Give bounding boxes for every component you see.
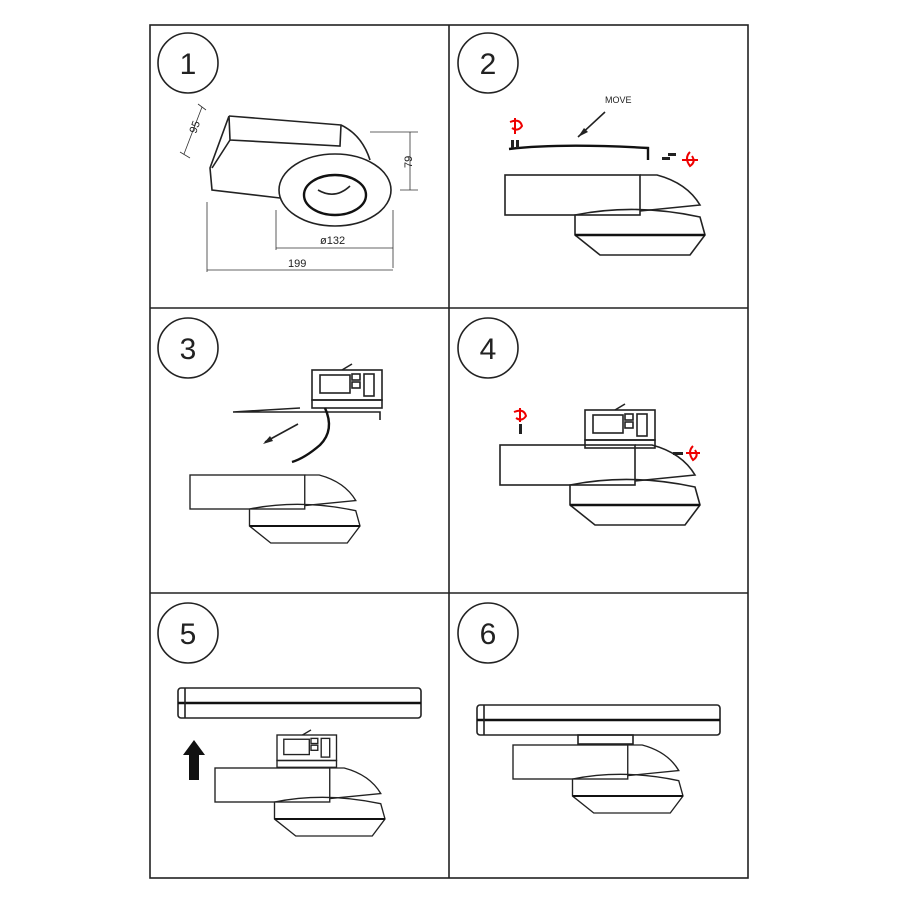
step-3-illustration (188, 363, 383, 545)
step-2-badge: 2 (457, 32, 519, 94)
screw-icon (662, 157, 670, 160)
step-6-badge: 6 (457, 602, 519, 664)
screw-icon (511, 140, 514, 148)
svg-text:3: 3 (180, 333, 197, 366)
screw-icon (673, 452, 683, 455)
cover-plate (508, 144, 650, 160)
height-label: 79 (403, 156, 415, 168)
screw-icon (519, 424, 522, 434)
step-6-illustration (476, 704, 721, 815)
move-label: MOVE (605, 95, 632, 105)
arrow-up-icon (183, 740, 205, 780)
svg-text:4: 4 (480, 333, 497, 366)
rotate-icon (513, 408, 528, 422)
step-4-illustration (498, 403, 702, 527)
length-label: 199 (288, 258, 306, 270)
rotate-icon (682, 151, 698, 168)
diameter-label: ø132 (320, 235, 345, 247)
step-5-illustration (177, 687, 422, 838)
rotate-icon (686, 445, 700, 462)
cable (291, 407, 331, 464)
rotate-icon (509, 118, 524, 134)
step-4-badge: 4 (457, 317, 519, 379)
svg-text:2: 2 (480, 48, 497, 81)
svg-text:1: 1 (180, 48, 197, 81)
adapter (577, 734, 634, 745)
svg-text:6: 6 (480, 618, 497, 651)
step-3-badge: 3 (157, 317, 219, 379)
depth-label: 95 (188, 119, 203, 135)
step-2-illustration: MOVE (503, 95, 707, 257)
svg-text:5: 5 (180, 618, 197, 651)
luminaire-dimension-drawing: 95 79 ø132 199 (179, 103, 418, 272)
step-1-badge: 1 (157, 32, 219, 94)
step-5-badge: 5 (157, 602, 219, 664)
